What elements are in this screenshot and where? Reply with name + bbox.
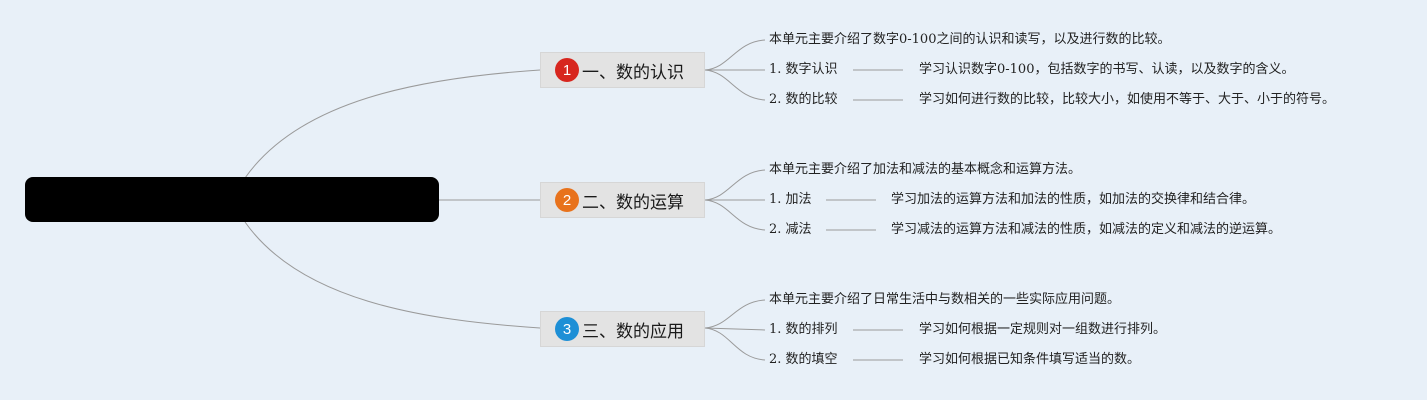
connector-b2-summary: [704, 169, 766, 201]
branch-3-summary[interactable]: 本单元主要介绍了日常生活中与数相关的一些实际应用问题。: [769, 292, 1121, 307]
connector-b1-item2: [704, 69, 766, 101]
number-2-icon: 2: [555, 188, 579, 212]
branch-2-summary[interactable]: 本单元主要介绍了加法和减法的基本概念和运算方法。: [769, 162, 1082, 177]
branch-topic-1[interactable]: 1 一、数的认识: [540, 52, 705, 88]
branch-1-item-1-detail[interactable]: 学习认识数字0-100，包括数字的书写、认读，以及数字的含义。: [919, 62, 1295, 77]
branch-1-item-1-title[interactable]: 1. 数字认识: [769, 62, 838, 77]
root-topic[interactable]: [25, 177, 439, 222]
branch-1-item-2-detail[interactable]: 学习如何进行数的比较，比较大小，如使用不等于、大于、小于的符号。: [919, 92, 1336, 107]
branch-2-item-1-detail[interactable]: 学习加法的运算方法和加法的性质，如加法的交换律和结合律。: [891, 192, 1256, 207]
branch-1-item-2-title[interactable]: 2. 数的比较: [769, 92, 838, 107]
branch-topic-3[interactable]: 3 三、数的应用: [540, 311, 705, 347]
connector-b2-item2: [704, 199, 766, 231]
connector-root-branch-1: [244, 69, 541, 179]
branch-topic-2[interactable]: 2 二、数的运算: [540, 182, 705, 218]
number-1-icon: 1: [555, 58, 579, 82]
branch-topic-label: 一、数的认识: [582, 62, 684, 83]
branch-topic-label: 二、数的运算: [582, 192, 684, 213]
branch-2-item-2-title[interactable]: 2. 减法: [769, 222, 812, 237]
connector-root-branch-3: [244, 221, 541, 329]
branch-1-summary[interactable]: 本单元主要介绍了数字0-100之间的认识和读写，以及进行数的比较。: [769, 32, 1171, 47]
branch-3-item-2-detail[interactable]: 学习如何根据已知条件填写适当的数。: [919, 352, 1141, 367]
branch-3-item-1-detail[interactable]: 学习如何根据一定规则对一组数进行排列。: [919, 322, 1167, 337]
branch-2-item-1-title[interactable]: 1. 加法: [769, 192, 812, 207]
branch-2-item-2-detail[interactable]: 学习减法的运算方法和减法的性质，如减法的定义和减法的逆运算。: [891, 222, 1282, 237]
connector-b3-summary: [704, 299, 766, 329]
connector-b1-summary: [704, 39, 766, 71]
connector-b3-item2: [704, 327, 766, 361]
branch-topic-label: 三、数的应用: [582, 321, 684, 342]
branch-3-item-1-title[interactable]: 1. 数的排列: [769, 322, 838, 337]
number-3-icon: 3: [555, 317, 579, 341]
connector-b3-item1: [704, 327, 766, 331]
branch-3-item-2-title[interactable]: 2. 数的填空: [769, 352, 838, 367]
